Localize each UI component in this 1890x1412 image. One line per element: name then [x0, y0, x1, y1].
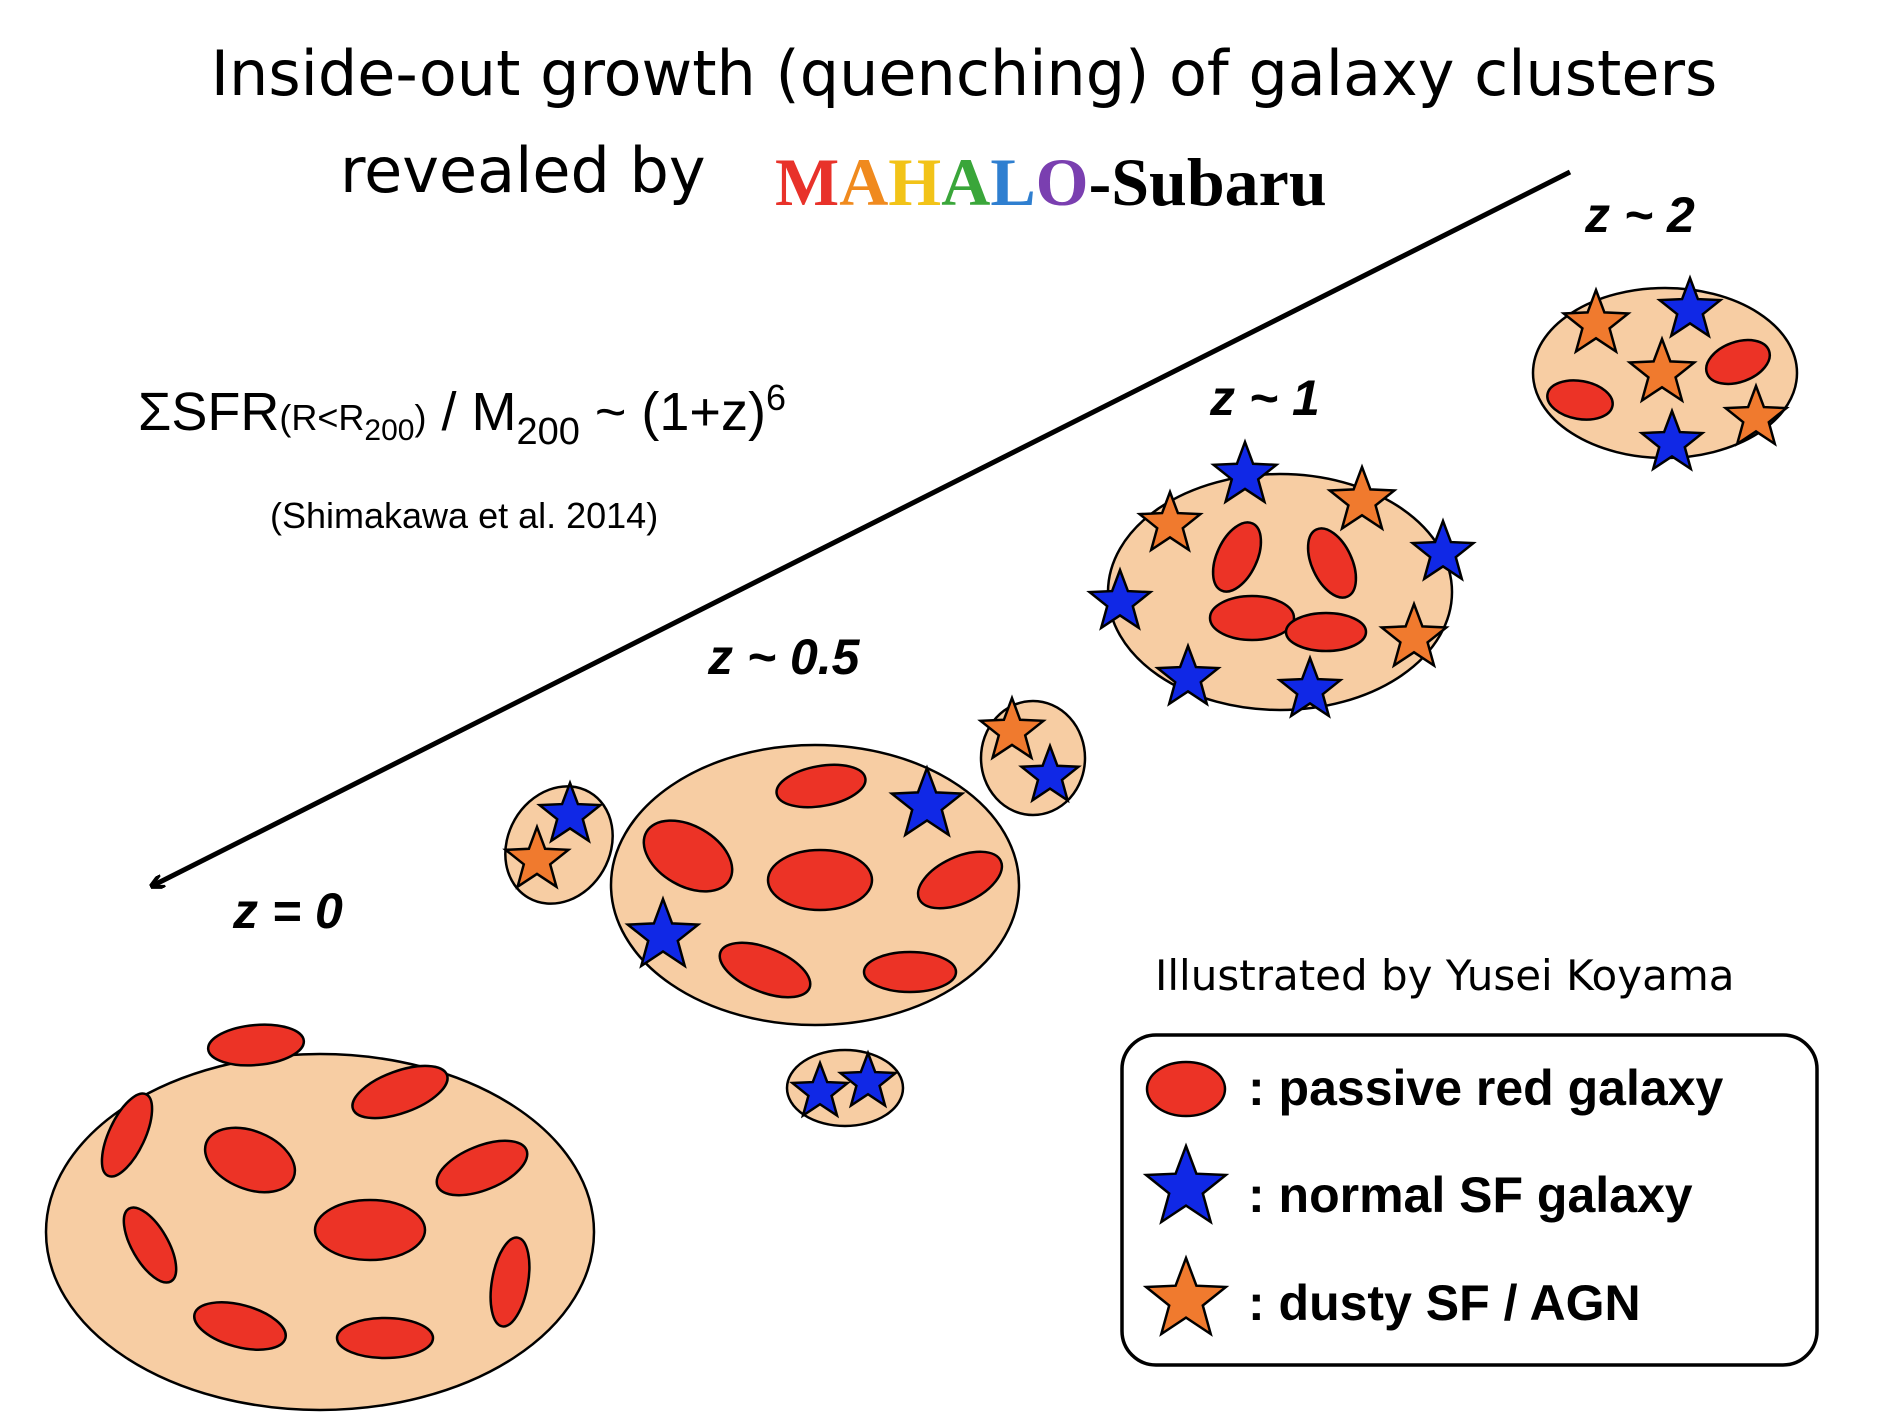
passive-red-galaxy: [1306, 527, 1358, 599]
mahalo-letter-l: L: [990, 144, 1035, 220]
formula-sigma: ΣSFR: [138, 382, 279, 442]
clusters-layer: [44, 274, 1799, 1412]
legend-box: : passive red galaxy : normal SF galaxy …: [1120, 1033, 1819, 1367]
mahalo-letter-a1: A: [839, 144, 888, 220]
mahalo-letter-a2: A: [941, 144, 990, 220]
passive-red-galaxy: [435, 1139, 529, 1197]
formula-citation: (Shimakawa et al. 2014): [270, 495, 658, 536]
cluster-z1: [1086, 438, 1477, 719]
formula-m-sub: 200: [516, 411, 579, 453]
passive-red-galaxy: [718, 941, 812, 999]
cluster-z2: [1531, 274, 1799, 472]
passive-red-galaxy: [766, 848, 874, 912]
legend-frame: [1120, 1033, 1819, 1367]
normal-sf-galaxy: [837, 1049, 899, 1109]
infalling-group-lower: [785, 1048, 905, 1128]
normal-sf-galaxy: [1656, 274, 1724, 339]
formula-slash-m: / M: [426, 382, 516, 442]
passive-red-galaxy: [313, 1198, 427, 1262]
normal-sf-galaxy: [888, 764, 966, 838]
subaru-text: -Subaru: [1089, 144, 1327, 220]
dusty-sf-galaxy: [1378, 600, 1450, 669]
dusty-sf-galaxy: [977, 694, 1047, 761]
passive-red-galaxy: [203, 1126, 297, 1194]
dusty-sf-galaxy: [1560, 286, 1632, 355]
normal-sf-galaxy: [1210, 438, 1280, 505]
passive-red-galaxy: [862, 950, 958, 994]
normal-sf-galaxy: [1409, 517, 1477, 582]
legend-normal-label: : normal SF galaxy: [1248, 1167, 1693, 1223]
mahalo-subaru-logo: MAHALO-Subaru: [775, 144, 1327, 220]
redshift-label-z0: z = 0: [232, 883, 343, 939]
dusty-sf-galaxy: [502, 823, 572, 890]
passive-red-galaxy: [642, 819, 734, 893]
mahalo-letter-m: M: [775, 144, 839, 220]
formula-exponent: 6: [766, 377, 786, 418]
normal-sf-star: [1142, 1142, 1230, 1225]
passive-red-galaxy: [916, 850, 1004, 910]
passive-red-galaxy: [1546, 379, 1614, 421]
title-line-2: revealed by: [340, 134, 706, 207]
passive-red-galaxy: [1704, 338, 1772, 386]
formula-r-sub: 200: [364, 414, 414, 447]
title-line-2-prefix: revealed by: [340, 134, 706, 207]
passive-red-galaxy: [1211, 521, 1263, 593]
redshift-label-z1: z ~ 1: [1209, 370, 1320, 426]
formula-tail: ~ (1+z): [580, 382, 766, 442]
cluster-halo: [1106, 472, 1454, 712]
mahalo-letter-h: H: [888, 144, 941, 220]
passive-red-galaxy: [1208, 594, 1296, 642]
cluster-z05: [609, 743, 1021, 1027]
dusty-sf-star: [1142, 1254, 1230, 1337]
title-line-1: Inside-out growth (quenching) of galaxy …: [211, 37, 1718, 110]
dusty-sf-galaxy: [1326, 463, 1398, 532]
passive-red-galaxy: [100, 1092, 154, 1178]
passive-red-galaxy: [1284, 611, 1368, 653]
passive-red-galaxy: [351, 1064, 449, 1120]
normal-sf-galaxy: [1018, 742, 1082, 804]
formula-paren-open: (R<R: [279, 397, 364, 438]
cluster-z0: [44, 1023, 596, 1412]
normal-sf-galaxy: [789, 1059, 851, 1119]
dusty-sf-galaxy: [1626, 335, 1698, 404]
red-ellipse-icon: [1145, 1060, 1227, 1118]
passive-red-galaxy: [775, 763, 867, 809]
normal-sf-galaxy: [1276, 654, 1344, 719]
infalling-group-upper: [977, 694, 1087, 817]
infalling-group-left: [502, 779, 614, 905]
passive-red-galaxy: [122, 1206, 178, 1284]
mahalo-letter-o: O: [1036, 144, 1089, 220]
passive-red-galaxy: [206, 1023, 306, 1067]
sfr-formula: ΣSFR(R<R200) / M200 ~ (1+z)6: [138, 377, 786, 453]
normal-sf-galaxy: [1154, 642, 1222, 707]
normal-sf-galaxy: [1638, 407, 1706, 472]
normal-sf-galaxy: [1086, 566, 1154, 631]
passive-red-galaxy: [335, 1316, 435, 1360]
passive-red-galaxy: [489, 1236, 531, 1328]
passive-red-galaxy: [193, 1301, 287, 1351]
dusty-sf-galaxy: [1136, 488, 1204, 553]
redshift-label-z05: z ~ 0.5: [707, 629, 861, 685]
dusty-sf-galaxy: [1722, 382, 1790, 447]
time-arrow: [152, 169, 1572, 886]
redshift-label-z2: z ~ 2: [1584, 187, 1695, 243]
illustration-credit: Illustrated by Yusei Koyama: [1155, 951, 1734, 1000]
blue-star-icon: [1142, 1142, 1230, 1225]
formula-paren-close: ): [414, 397, 426, 438]
normal-sf-galaxy: [536, 779, 604, 844]
legend-dusty-label: : dusty SF / AGN: [1248, 1275, 1641, 1331]
legend-passive-label: : passive red galaxy: [1248, 1060, 1723, 1116]
orange-star-icon: [1142, 1254, 1230, 1337]
normal-sf-galaxy: [624, 895, 702, 969]
